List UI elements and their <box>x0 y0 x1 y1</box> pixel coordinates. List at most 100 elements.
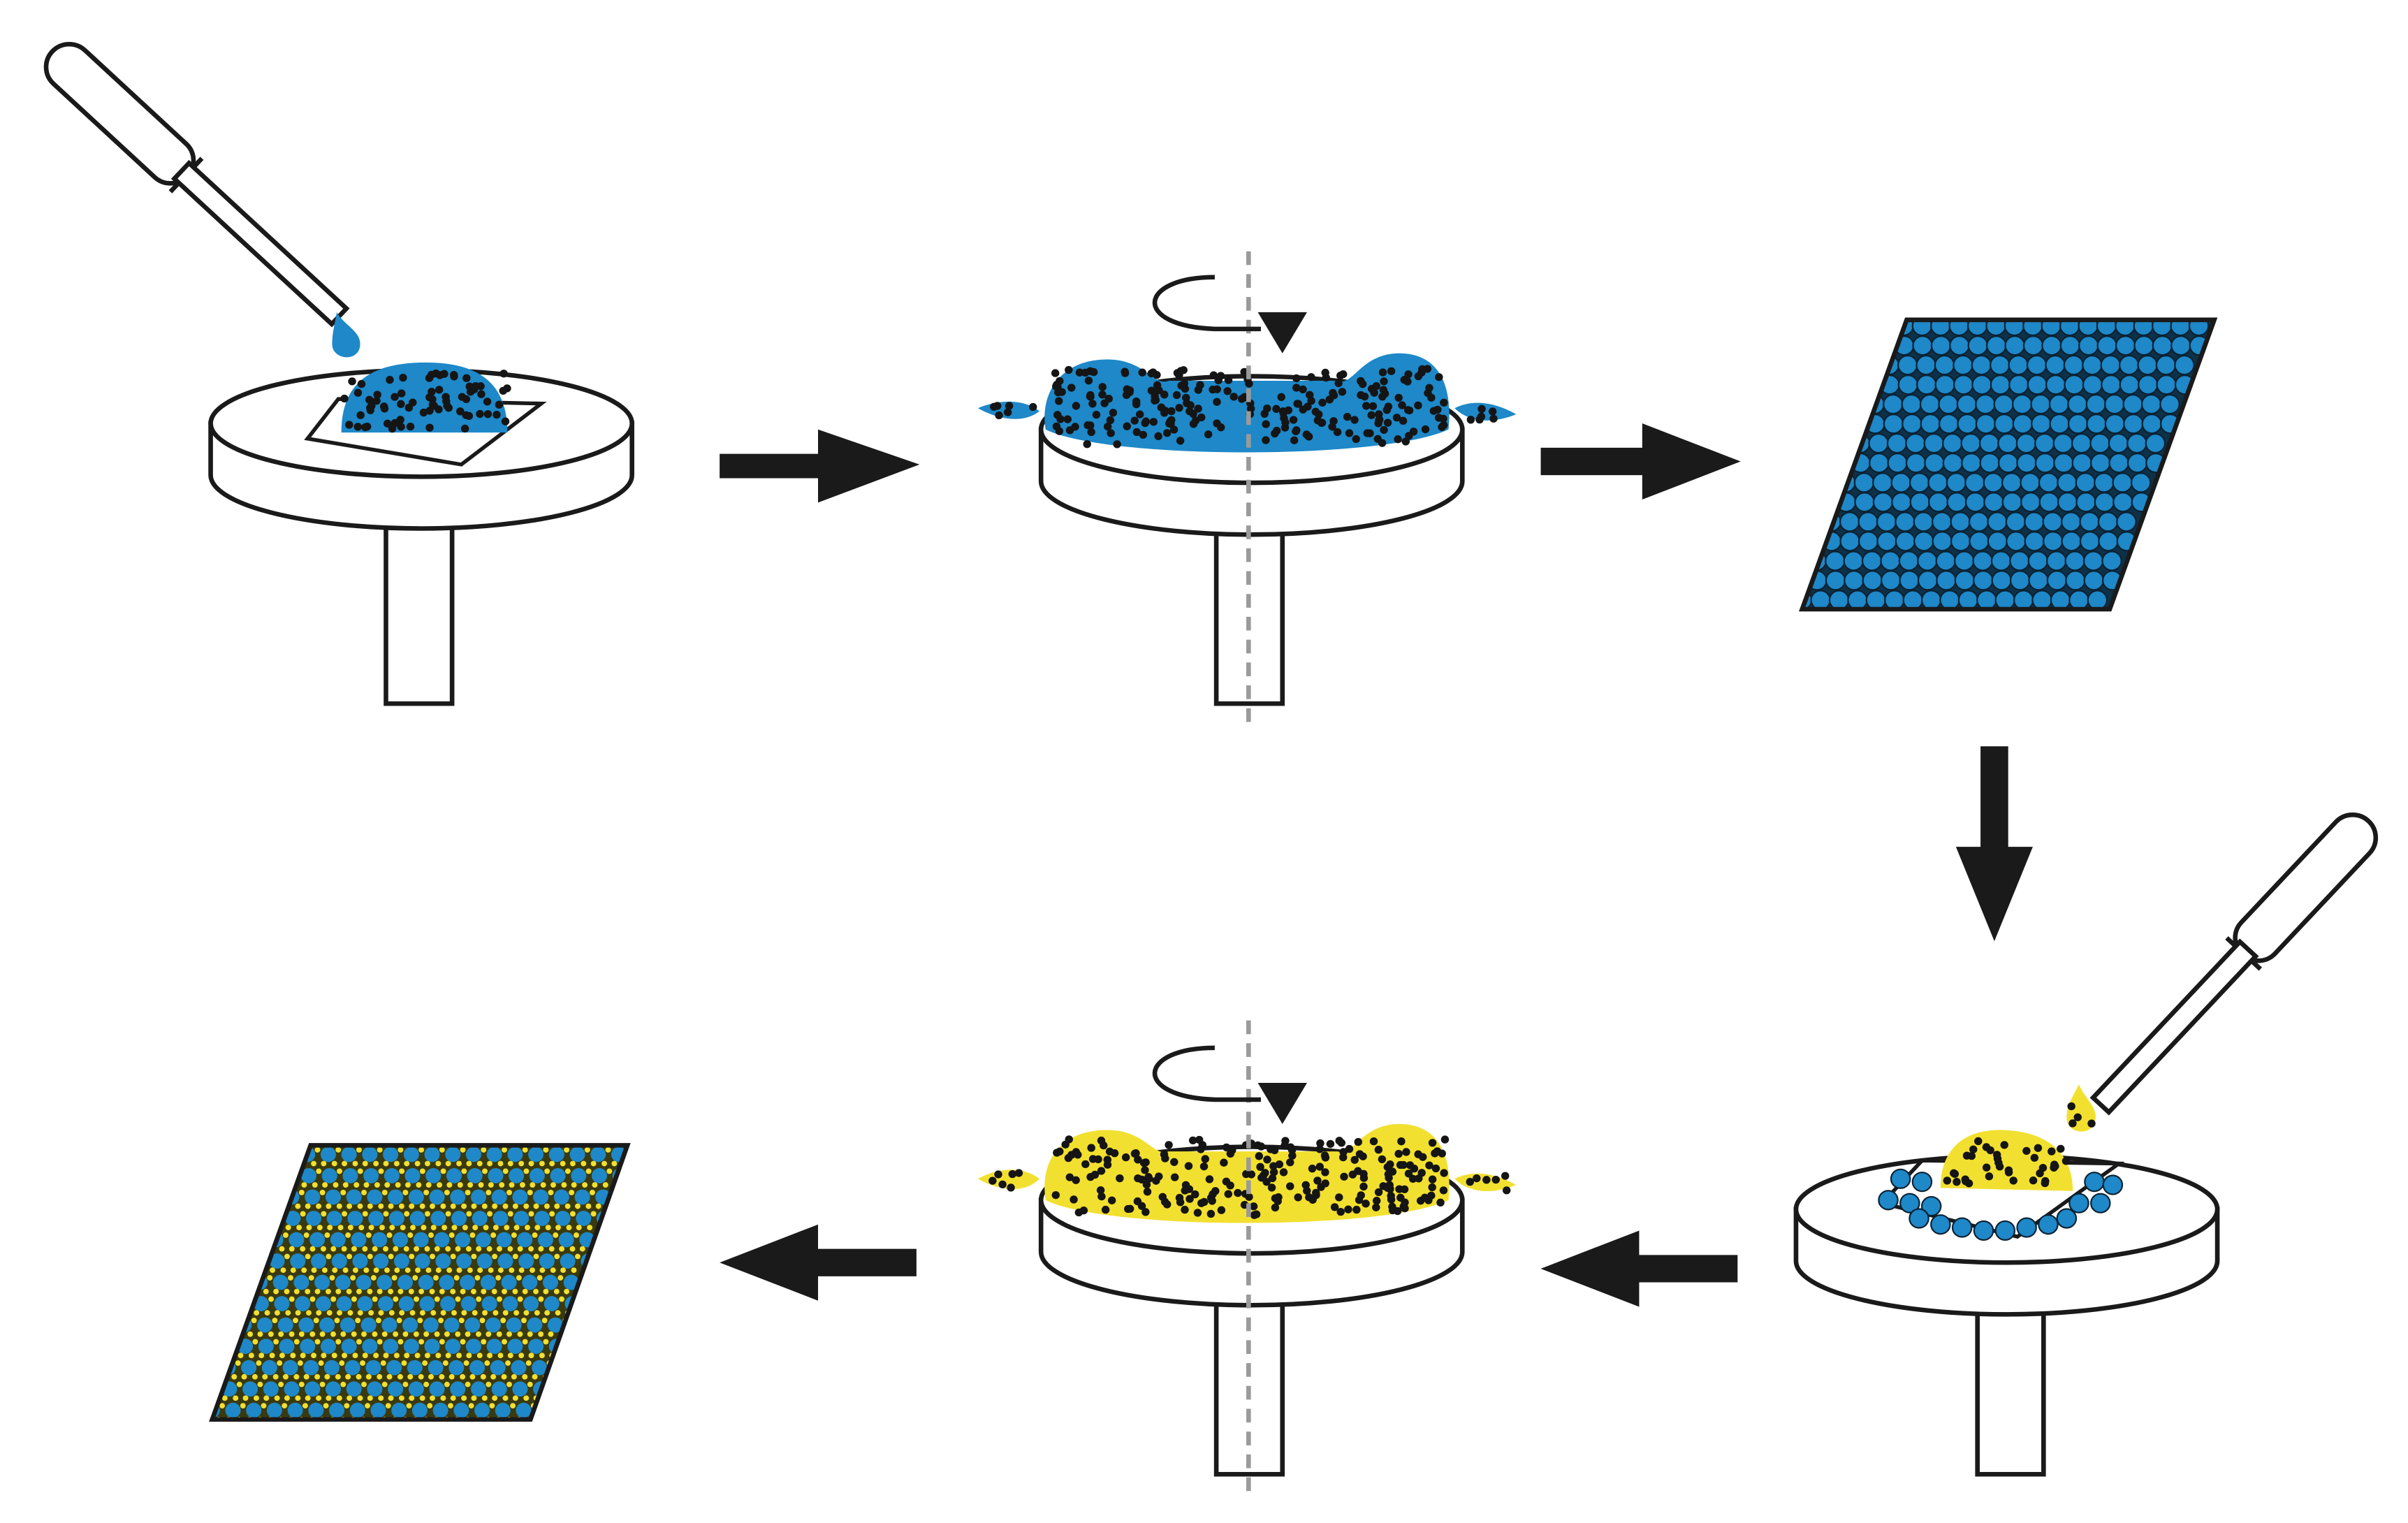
nanoparticle-dot <box>1087 428 1095 437</box>
yellow-particle <box>399 1168 405 1174</box>
blue-particle <box>424 1339 440 1355</box>
nanoparticle-dot <box>2004 1168 2013 1176</box>
yellow-particle <box>430 1253 435 1260</box>
nanoparticle-dot <box>1097 1192 1106 1201</box>
yellow-particle <box>481 1339 487 1345</box>
nanoparticle-dot <box>1132 428 1141 437</box>
blue-particle <box>502 1296 518 1311</box>
nanoparticle-dot <box>1304 402 1312 411</box>
nanoparticle-dot <box>357 379 366 388</box>
blue-particle <box>1956 393 1978 415</box>
blue-particle <box>2102 1174 2124 1195</box>
yellow-particle <box>533 1253 539 1260</box>
nanoparticle-dot <box>1141 1166 1149 1174</box>
blue-particle <box>1899 570 1920 591</box>
nanoparticle-dot <box>1382 406 1391 414</box>
yellow-particle <box>477 1267 483 1274</box>
blue-particle <box>1993 393 2015 415</box>
nanoparticle-dot <box>1288 1151 1297 1160</box>
blue-particle <box>1932 531 1953 552</box>
yellow-particle <box>427 1403 433 1409</box>
nanoparticle-dot <box>1372 1203 1380 1211</box>
nanoparticle-dot <box>1953 1178 1961 1186</box>
nanoparticle-dot <box>1303 1186 1311 1195</box>
nanoparticle-dot <box>1245 379 1253 388</box>
nanoparticle-dot <box>2073 1113 2082 1121</box>
nanoparticle-dot <box>372 397 381 405</box>
yellow-particle <box>576 1225 582 1231</box>
blue-particle <box>225 1402 241 1418</box>
blue-particle <box>305 1189 321 1205</box>
blue-particle <box>1978 432 2000 454</box>
yellow-particle <box>444 1190 450 1195</box>
yellow-particle <box>257 1331 263 1337</box>
yellow-particle <box>397 1288 404 1295</box>
nanoparticle-dot <box>1220 1158 1228 1167</box>
nanoparticle-dot <box>1321 1153 1330 1162</box>
yellow-particle <box>549 1160 555 1167</box>
yellow-particle <box>367 1395 373 1401</box>
yellow-particle <box>481 1288 487 1295</box>
yellow-particle <box>340 1190 346 1195</box>
nanoparticle-dot <box>1054 397 1063 405</box>
yellow-particle <box>569 1211 576 1217</box>
yellow-particle <box>448 1373 455 1380</box>
yellow-particle <box>460 1373 466 1380</box>
blue-particle <box>439 1274 455 1290</box>
yellow-particle <box>483 1225 489 1231</box>
nanoparticle-dot <box>1184 1185 1192 1193</box>
yellow-particle <box>471 1253 477 1260</box>
nanoparticle-dot <box>1394 435 1402 444</box>
blue-particle <box>257 1317 273 1333</box>
yellow-particle <box>554 1253 560 1260</box>
blue-particle <box>1986 335 2007 356</box>
nanoparticles <box>340 369 511 433</box>
nanoparticle-dot <box>1197 1145 1205 1153</box>
blue-particle <box>491 1381 507 1397</box>
nanoparticle-dot <box>1359 1174 1369 1182</box>
yellow-particle <box>447 1403 453 1409</box>
yellow-particle <box>416 1182 422 1188</box>
blue-particle <box>1924 453 1945 474</box>
nanoparticles <box>1466 405 1498 424</box>
nanoparticle-dot <box>1249 1202 1258 1211</box>
nanoparticle-dot <box>1193 1209 1202 1217</box>
blue-particle <box>352 1253 368 1269</box>
nanoparticle-dot <box>1103 422 1112 431</box>
blue-particle <box>403 1339 419 1355</box>
nanoparticle-dot <box>1271 1203 1280 1212</box>
yellow-particle <box>350 1275 356 1281</box>
nanoparticles <box>1943 1137 2071 1188</box>
blue-particle <box>2089 432 2110 454</box>
blue-particle <box>261 1360 277 1376</box>
yellow-particle <box>251 1318 257 1323</box>
blue-particle <box>263 1381 279 1397</box>
nanoparticle-dot <box>1344 1205 1352 1214</box>
nanoparticle-dot <box>1385 1174 1393 1182</box>
yellow-particle <box>414 1353 421 1359</box>
yellow-particle <box>448 1232 455 1238</box>
yellow-particle <box>378 1168 384 1174</box>
blue-particle <box>2119 374 2140 395</box>
nanoparticle-dot <box>1315 1163 1324 1171</box>
yellow-particle <box>539 1353 545 1359</box>
blue-particle <box>2156 374 2177 395</box>
nanoparticle-dot <box>1064 1154 1073 1163</box>
blue-particle <box>528 1339 544 1355</box>
blue-particle <box>2008 374 2029 395</box>
yellow-particle <box>505 1360 511 1367</box>
yellow-particle <box>344 1403 350 1409</box>
nanoparticle-dot <box>399 373 407 382</box>
nanoparticle-dot <box>1123 385 1131 393</box>
blue-particle <box>428 1360 444 1376</box>
nanoparticle-dot <box>1160 1150 1169 1159</box>
nanoparticle-dot <box>472 381 480 391</box>
blue-particle <box>351 1232 367 1248</box>
yellow-particle <box>393 1353 400 1359</box>
blue-particle <box>1983 492 2004 513</box>
yellow-particle <box>439 1146 445 1153</box>
blue-particle <box>2116 511 2137 532</box>
yellow-particle <box>394 1267 400 1274</box>
nanoparticle-dot <box>373 391 381 399</box>
yellow-particle <box>289 1296 295 1302</box>
